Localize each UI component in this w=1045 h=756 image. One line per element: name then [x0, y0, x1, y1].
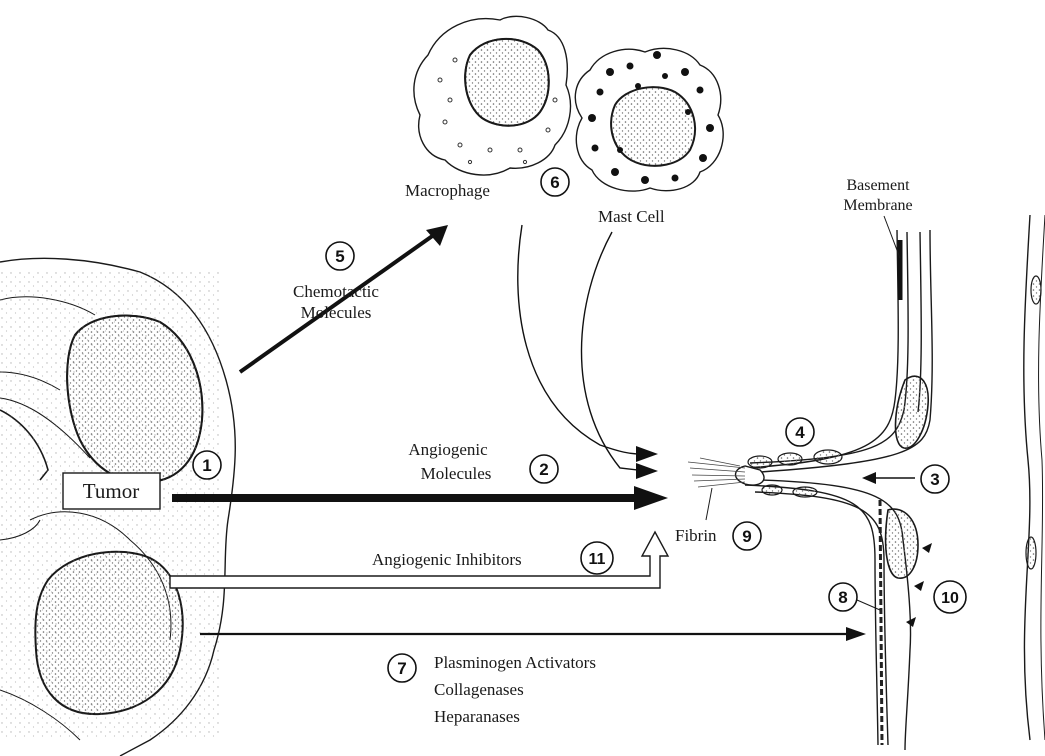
collagenases-label: Collagenases: [434, 680, 524, 699]
inhibitors-label: Angiogenic Inhibitors: [372, 550, 522, 569]
protease-arrow: [200, 627, 866, 641]
marker-2: 2: [530, 455, 558, 483]
svg-text:5: 5: [335, 247, 344, 266]
mast-cell: [575, 48, 723, 191]
fibrin-label: Fibrin: [675, 526, 717, 545]
marker-3: 3: [921, 465, 949, 493]
svg-text:8: 8: [838, 588, 847, 607]
angiogenic-arrow: [172, 486, 668, 510]
tumor-text: Tumor: [83, 479, 139, 503]
capillary-vessel: [736, 230, 933, 750]
heparanases-label: Heparanases: [434, 707, 520, 726]
macrophage-cell: [414, 16, 571, 175]
svg-text:7: 7: [397, 659, 406, 678]
marker-7: 7: [388, 654, 416, 682]
marker-9: 9: [733, 522, 761, 550]
angiogenic-label-1: Angiogenic: [408, 440, 488, 459]
plasminogen-label: Plasminogen Activators: [434, 653, 596, 672]
svg-text:2: 2: [539, 460, 548, 479]
mast-cell-label: Mast Cell: [598, 207, 665, 226]
tumor-label: Tumor: [63, 473, 160, 509]
svg-text:11: 11: [589, 551, 606, 568]
marker-5: 5: [326, 242, 354, 270]
adjacent-vessel: [1024, 215, 1045, 740]
macrophage-arrow: [518, 225, 658, 462]
angiogenic-label-2: Molecules: [421, 464, 492, 483]
mast-cell-arrow: [581, 232, 658, 479]
svg-text:4: 4: [795, 423, 805, 442]
basement-label-2: Membrane: [843, 197, 912, 214]
macrophage-label: Macrophage: [405, 181, 490, 200]
marker-4: 4: [786, 418, 814, 446]
chemotactic-label-2: Molecules: [301, 303, 372, 322]
svg-text:9: 9: [742, 527, 751, 546]
basement-label-1: Basement: [846, 177, 910, 194]
marker-10: 10: [934, 581, 966, 613]
marker-1: 1: [193, 451, 221, 479]
chemotactic-label-1: Chemotactic: [293, 282, 379, 301]
svg-text:3: 3: [930, 470, 939, 489]
marker-8: 8: [829, 583, 857, 611]
svg-text:1: 1: [202, 456, 211, 475]
marker-6: 6: [541, 168, 569, 196]
arrow-3: [862, 472, 915, 484]
marker-11: 11: [581, 542, 613, 574]
fibrin-pointer: [706, 488, 712, 520]
svg-text:10: 10: [941, 590, 959, 607]
svg-text:6: 6: [550, 173, 559, 192]
pointer-8: [857, 600, 880, 610]
